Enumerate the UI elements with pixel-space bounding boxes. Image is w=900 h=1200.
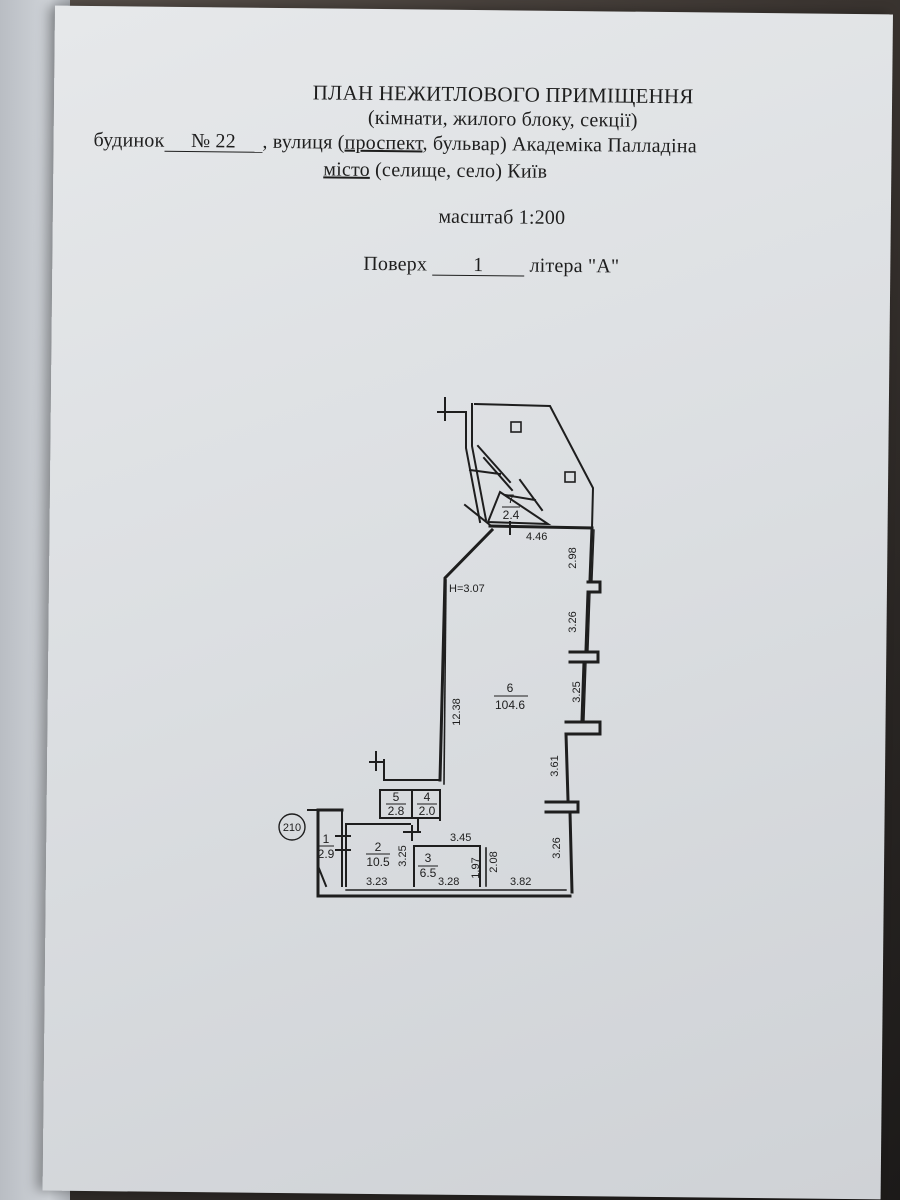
room-4-number: 4 [424, 790, 431, 804]
dimension-2-08: 2.08 [488, 851, 500, 872]
room-3-number: 3 [425, 851, 432, 865]
dimension-bottom-2: 3.28 [438, 876, 459, 888]
dimension-3-25: 3.25 [397, 845, 409, 866]
room-6-number: 6 [507, 681, 514, 695]
room-4-area: 2.0 [419, 804, 436, 818]
room-2-area: 10.5 [366, 855, 390, 869]
room-6-area: 104.6 [495, 698, 525, 712]
dimension-right-2: 3.26 [567, 611, 579, 632]
dimension-3-45: 3.45 [450, 832, 471, 844]
dimension-left-long: 12.38 [451, 698, 463, 726]
dimension-bottom-3: 3.82 [510, 876, 531, 888]
dimension-1-97: 1.97 [470, 857, 482, 878]
room-5-number: 5 [393, 790, 400, 804]
dimension-right-1: 2.98 [567, 547, 579, 568]
room-7-number: 7 [508, 492, 515, 506]
building-tag-circle [278, 813, 306, 841]
dimension-bottom-1: 3.23 [366, 876, 387, 888]
dimension-right-4: 3.61 [549, 755, 561, 776]
room-5-area: 2.8 [388, 804, 405, 818]
room-2-number: 2 [375, 840, 382, 854]
dimension-right-5: 3.26 [551, 837, 563, 858]
dimension-right-3: 3.25 [571, 681, 583, 702]
room-7-area: 2.4 [503, 508, 520, 522]
dimension-top: 4.46 [526, 531, 547, 543]
building-tag: 210 [283, 822, 301, 834]
height-note: H=3.07 [449, 583, 485, 595]
room-1-area: 2.9 [318, 847, 335, 861]
room-1-number: 1 [323, 832, 330, 846]
room-3-area: 6.5 [420, 866, 437, 880]
